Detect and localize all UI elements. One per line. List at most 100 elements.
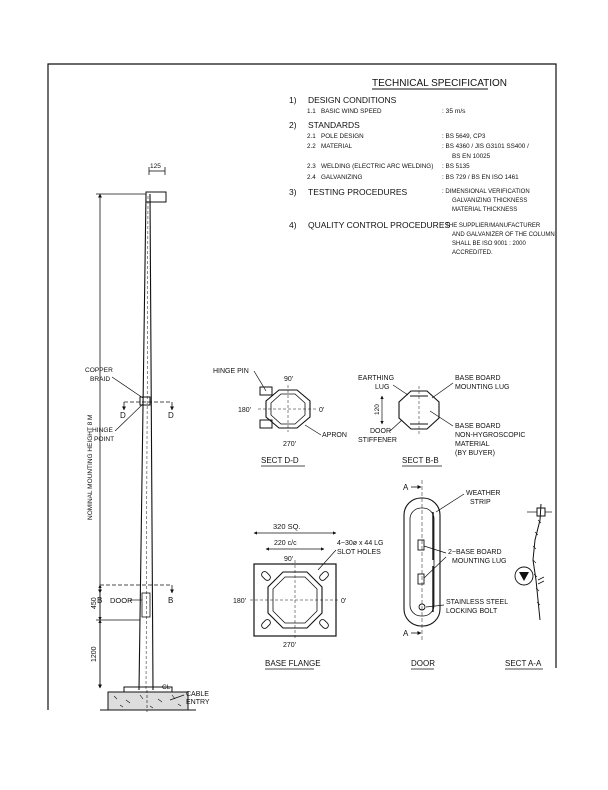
base-flange: 320 SQ. 220 c/c 4~30ø x 44 LG SLOT HOLES… [233,522,384,670]
apron-label: APRON [322,432,347,439]
pole-door-opening [141,592,151,618]
base-board-label-4: (BY BUYER) [455,450,495,457]
spec-testing-value-3: MATERIAL THICKNESS [452,207,517,213]
mounting-height-label: NOMINAL MOUNTING HEIGHT 8 M [87,415,94,520]
spec-title: TECHNICAL SPECIFICATION [372,78,507,89]
sect-dd-deg180: 180' [238,407,251,414]
spec-material-value-1: : BS 4360 / JIS G3101 SS400 / [442,143,529,150]
spec-2-4-number: 2.4 [307,174,316,181]
door-title: DOOR [411,659,435,668]
mounting-lug-label-1: BASE BOARD [455,375,501,382]
dim-320-sq: 320 SQ. [273,522,301,531]
section-b-b: EARTHING LUG BASE BOARD MOUNTING LUG 120… [358,375,525,467]
hinge-block [139,396,151,406]
foundation [107,691,189,711]
hinge-point-label-2: POINT [94,436,114,443]
centerline-label: CL [162,684,171,691]
earthing-lug-label-1: EARTHING [358,375,394,382]
cable-entry-label-2: ENTRY [186,699,210,706]
locking-bolt-label-1: STAINLESS STEEL [446,599,508,606]
spec-1-number: 1) [289,95,297,105]
section-b-right: B [168,596,173,605]
pole-bracket [145,191,167,203]
dim-220-cc: 220 c/c [274,540,297,547]
bolt-head-icon [519,572,529,581]
spec-2-2-number: 2.2 [307,143,316,150]
flange-deg270: 270' [283,642,296,649]
sect-dd-title: SECT D-D [261,456,299,465]
section-a-bottom: A [403,629,409,638]
spec-qc-value-2: AND GALVANIZER OF THE COLUMN [452,232,555,238]
spec-2-3-number: 2.3 [307,163,316,170]
flange-deg0: 0' [341,598,346,605]
sect-dd-deg270: 270' [283,441,296,448]
spec-qc-value-3: SHALL BE ISO 9001 : 2000 [452,241,526,247]
bolt-detail-circle [514,566,534,586]
spec-material-value-2: BS EN 10025 [452,153,491,160]
pole-elevation: 125 NOMINAL MOUNTING HEIGHT 8 M COPPER B… [85,163,210,712]
door-panel-inner [409,507,435,617]
drawing-border [47,63,557,710]
flange-deg90: 90' [284,556,293,563]
dim-450: 450 [91,597,98,609]
door-stiffener-label-1: DOOR [370,428,391,435]
hinge-pin-label: HINGE PIN [213,368,249,375]
spec-wind-speed-value: : 35 m/s [442,108,466,115]
door-detail: A WEATHER STRIP 2~BASE BOARD MOUNTING LU… [403,480,508,670]
section-d-right: D [168,411,174,420]
door-mounting-lug-label-1: 2~BASE BOARD [448,549,502,556]
spec-material-label: MATERIAL [321,143,353,150]
hinge-ear-top [259,386,273,396]
spec-testing-procedures: TESTING PROCEDURES [308,187,408,197]
mounting-lug-label-2: MOUNTING LUG [455,384,509,391]
weather-strip-label-1: WEATHER [466,490,500,497]
copper-braid-label-2: BRAID [90,376,110,383]
section-a-top: A [403,483,409,492]
base-board-label-2: NON-HYGROSCOPIC [455,432,525,439]
spec-4-number: 4) [289,220,297,230]
spec-wind-speed-label: BASIC WIND SPEED [321,108,382,115]
sect-bb-octagon [398,390,440,430]
base-flange-title: BASE FLANGE [265,659,321,668]
sect-dd-deg0: 0' [319,407,324,414]
spec-welding-value: : BS 5135 [442,163,470,170]
spec-design-conditions: DESIGN CONDITIONS [308,95,397,105]
spec-standards: STANDARDS [308,120,360,130]
sect-dd-deg90: 90' [284,376,293,383]
flange-deg180: 180' [233,598,246,605]
sect-bb-title: SECT B-B [402,456,439,465]
section-a-a: SECT A-A [505,503,552,670]
spec-testing-value-1: : DIMENSIONAL VERIFICATION [442,189,530,195]
technical-specification: TECHNICAL SPECIFICATION 1) DESIGN CONDIT… [289,78,555,256]
section-d-left: D [120,411,126,420]
flange-octagon [267,571,323,629]
door-mounting-lug-label-2: MOUNTING LUG [452,558,506,565]
section-d-d: HINGE PIN 90' 180' 0' 270' APRON SECT D-… [213,368,347,467]
hinge-point-label-1: HINGE [92,427,113,434]
dim-120: 120 [374,404,381,415]
spec-galvanizing-label: GALVANIZING [321,174,363,181]
copper-braid-label-1: COPPER [85,367,113,374]
slot-holes-label-1: 4~30ø x 44 LG [337,540,384,547]
spec-2-1-number: 2.1 [307,133,316,140]
spec-pole-design-value: : BS 5649, CP3 [442,133,486,140]
spec-welding-label: WELDING (ELECTRIC ARC WELDING) [321,163,433,170]
sect-dd-octagon [265,389,311,429]
spec-testing-value-2: GALVANIZING THICKNESS [452,198,527,204]
spec-1-1-number: 1.1 [307,108,316,115]
slot-holes-label-2: SLOT HOLES [337,549,381,556]
spec-2-number: 2) [289,120,297,130]
sect-aa-title: SECT A-A [505,659,542,668]
spec-galvanizing-value: : BS 729 / BS EN ISO 1461 [442,174,519,181]
door-stiffener-label-2: STIFFENER [358,437,397,444]
door-label: DOOR [110,596,133,605]
dim-125: 125 [150,163,161,170]
spec-pole-design-label: POLE DESIGN [321,133,364,140]
cable-entry-label-1: CABLE [186,691,209,698]
locking-bolt-label-2: LOCKING BOLT [446,608,498,615]
spec-3-number: 3) [289,187,297,197]
pole-shaft [138,193,154,691]
base-board-label-1: BASE BOARD [455,423,501,430]
earthing-lug-label-2: LUG [375,384,389,391]
